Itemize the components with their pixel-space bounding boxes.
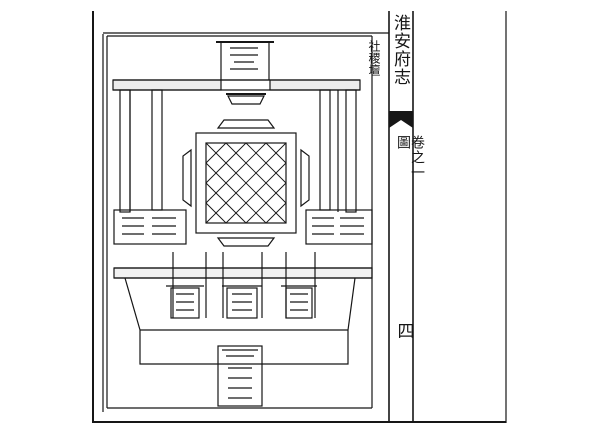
page-number: 四: [397, 322, 415, 342]
chapter-number: 卷之一: [409, 135, 425, 180]
illustration-caption: 社稷壇: [367, 40, 381, 76]
chapter-label: 卷之一圖: [395, 135, 425, 180]
section-char: 圖: [395, 135, 411, 150]
book-title: 淮安府志: [390, 14, 410, 86]
